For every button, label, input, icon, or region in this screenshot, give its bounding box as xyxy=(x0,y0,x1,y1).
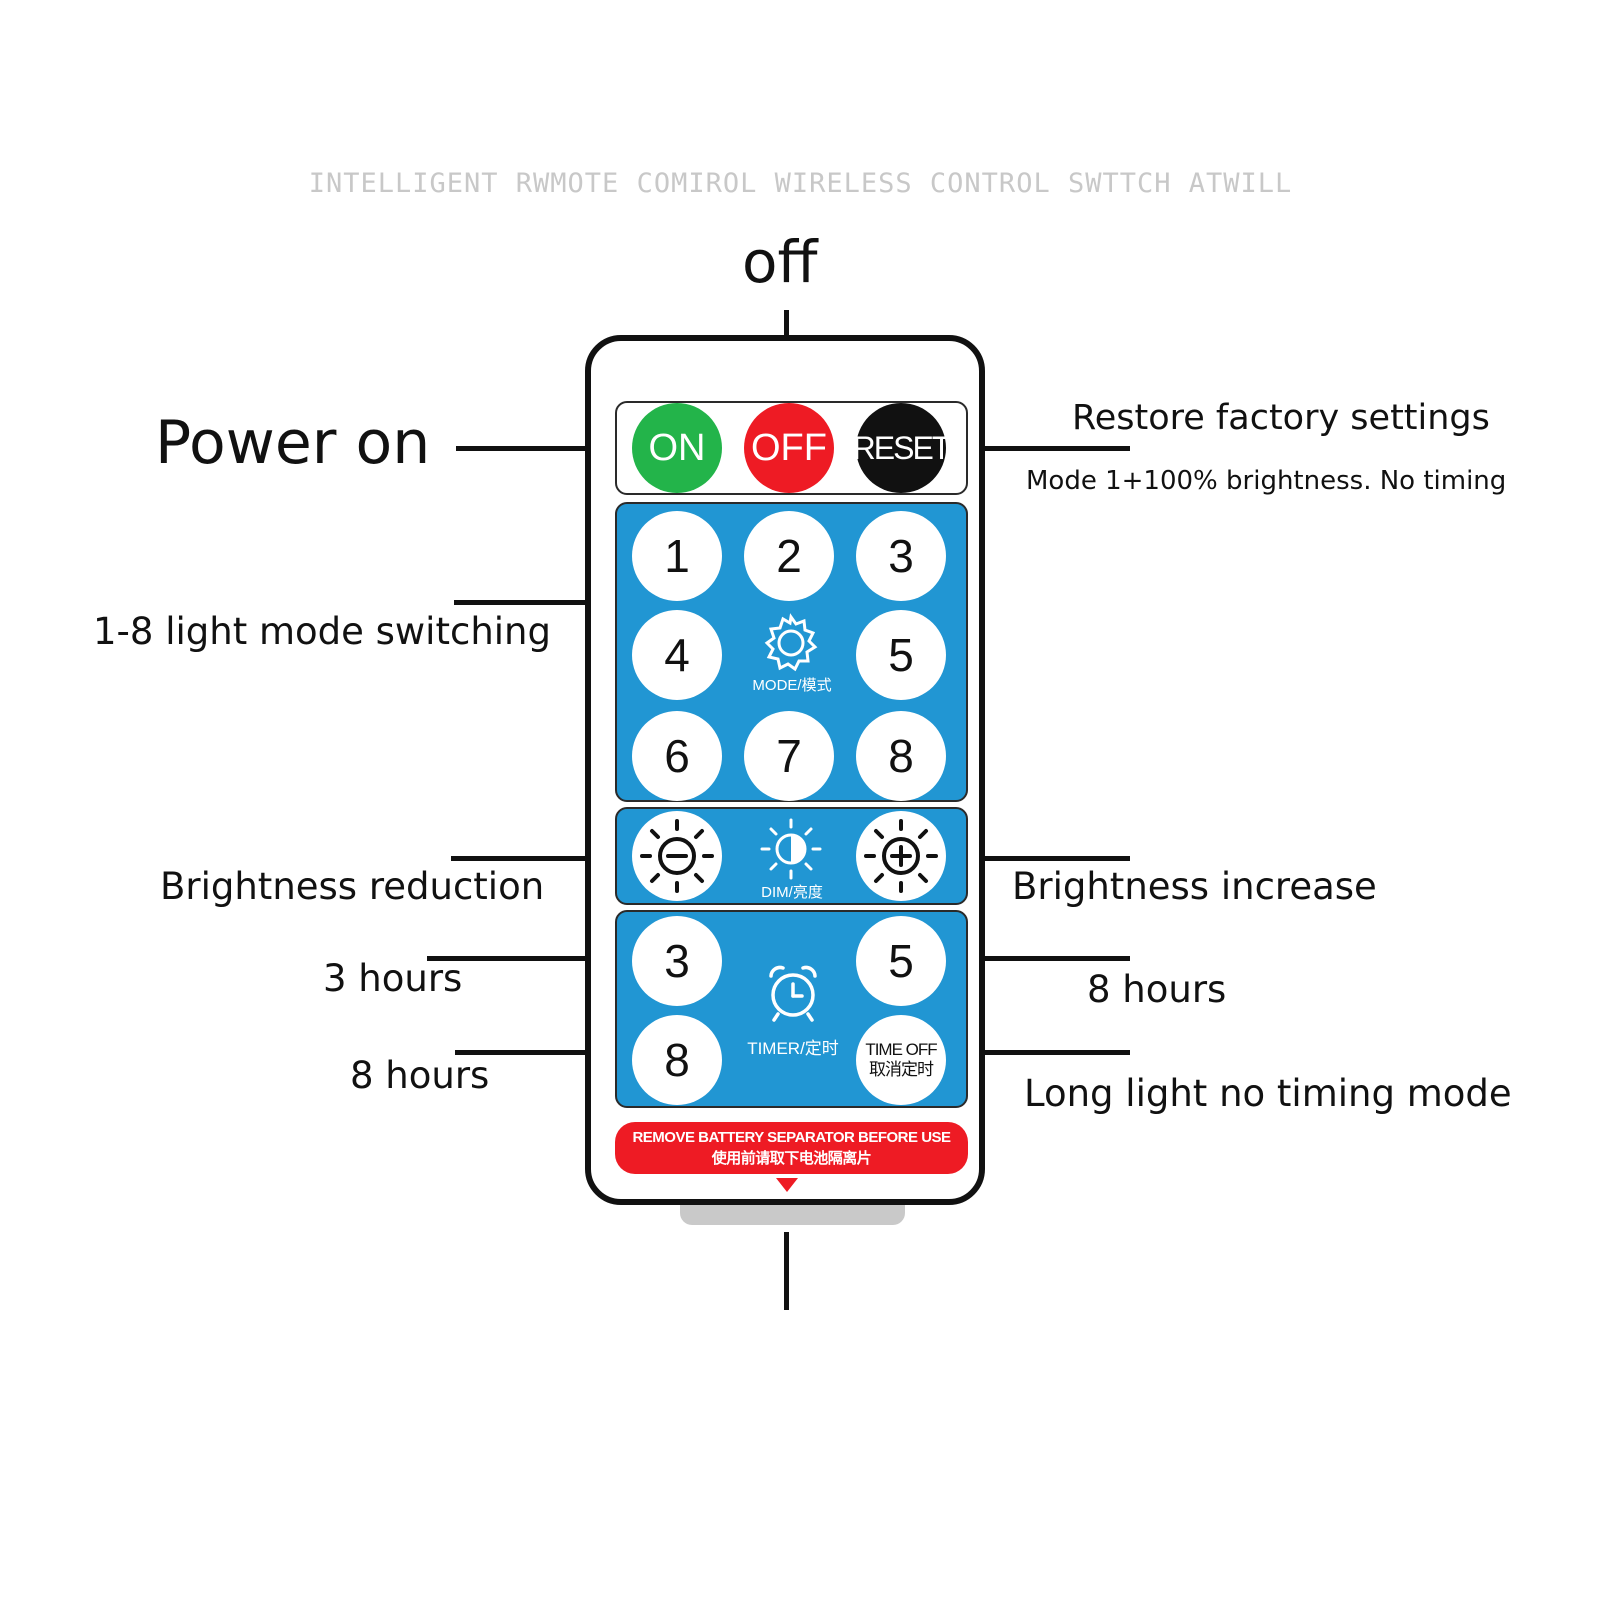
power-panel: ON OFF RESET xyxy=(615,401,968,495)
leader-power-on xyxy=(456,446,628,451)
on-button[interactable]: ON xyxy=(632,403,722,493)
mode-panel: 1 2 3 4 5 6 7 8 MODE/模式 xyxy=(615,502,968,802)
header-title: INTELLIGENT RWMOTE COMIROL WIRELESS CONT… xyxy=(308,168,1293,199)
leader-8-hours-right xyxy=(967,956,1130,961)
reset-button[interactable]: RESET xyxy=(853,403,951,493)
callout-long-light: Long light no timing mode xyxy=(1024,1072,1512,1115)
leader-brightness-up xyxy=(967,856,1130,861)
callout-restore: Restore factory settings xyxy=(1072,398,1490,438)
time-off-label-cn: 取消定时 xyxy=(869,1060,934,1079)
brightness-down-button[interactable] xyxy=(632,811,722,901)
leader-long-light xyxy=(967,1050,1130,1055)
timer-3h-button[interactable]: 3 xyxy=(632,916,722,1006)
gear-icon xyxy=(764,613,818,672)
leader-mode xyxy=(454,600,617,605)
remote-battery-tab xyxy=(680,1205,905,1225)
mode-button-4[interactable]: 4 xyxy=(632,610,722,700)
callout-8-hours-right: 8 hours xyxy=(1087,968,1227,1011)
alarm-clock-icon xyxy=(769,965,817,1022)
battery-warning-en: REMOVE BATTERY SEPARATOR BEFORE USE xyxy=(632,1129,951,1146)
dim-label: DIM/亮度 xyxy=(761,884,823,901)
timer-label: TIMER/定时 xyxy=(747,1039,839,1058)
timer-8h-button[interactable]: 8 xyxy=(632,1015,722,1105)
callout-8-hours-left: 8 hours xyxy=(350,1054,490,1097)
off-button[interactable]: OFF xyxy=(744,403,834,493)
leader-bottom xyxy=(784,1232,789,1310)
half-sun-icon xyxy=(760,818,822,880)
mode-button-8[interactable]: 8 xyxy=(856,711,946,801)
battery-warning-cn: 使用前请取下电池隔离片 xyxy=(711,1150,872,1167)
sun-minus-icon xyxy=(640,819,714,893)
mode-button-7[interactable]: 7 xyxy=(744,711,834,801)
mode-button-2[interactable]: 2 xyxy=(744,511,834,601)
callout-off: off xyxy=(742,228,818,296)
callout-power-on: Power on xyxy=(155,408,431,478)
dim-panel: DIM/亮度 xyxy=(615,807,968,905)
leader-3-hours xyxy=(427,956,617,961)
timer-5h-button[interactable]: 5 xyxy=(856,916,946,1006)
mode-label: MODE/模式 xyxy=(752,677,832,694)
leader-restore xyxy=(965,446,1130,451)
brightness-up-button[interactable] xyxy=(856,811,946,901)
leader-8-hours-left xyxy=(455,1050,617,1055)
mode-button-5[interactable]: 5 xyxy=(856,610,946,700)
callout-brightness-up: Brightness increase xyxy=(1012,865,1377,908)
time-off-label-en: TIME OFF xyxy=(865,1040,937,1059)
timer-panel: 3 5 8 TIME OFF 取消定时 TIMER/定时 xyxy=(615,910,968,1108)
callout-brightness-down: Brightness reduction xyxy=(160,865,545,908)
callout-mode-switch: 1-8 light mode switching xyxy=(93,610,551,653)
leader-brightness-down xyxy=(451,856,617,861)
callout-restore-sub: Mode 1+100% brightness. No timing xyxy=(1026,466,1507,496)
mode-button-6[interactable]: 6 xyxy=(632,711,722,801)
callout-3-hours: 3 hours xyxy=(323,957,463,1000)
mode-button-1[interactable]: 1 xyxy=(632,511,722,601)
mode-button-3[interactable]: 3 xyxy=(856,511,946,601)
triangle-down-icon xyxy=(776,1178,798,1192)
time-off-button[interactable]: TIME OFF 取消定时 xyxy=(856,1015,946,1105)
battery-warning: REMOVE BATTERY SEPARATOR BEFORE USE 使用前请… xyxy=(615,1122,968,1174)
sun-plus-icon xyxy=(864,819,938,893)
